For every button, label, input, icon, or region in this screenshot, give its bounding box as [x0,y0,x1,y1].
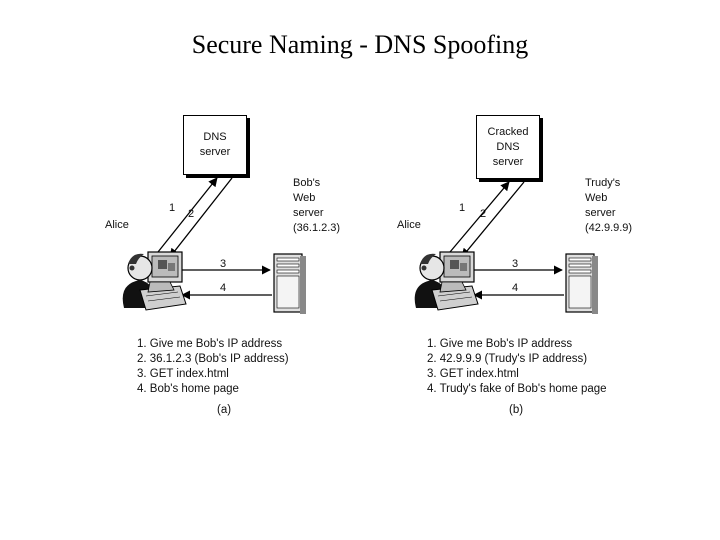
alice-figure [122,251,187,311]
step-item: 2. 36.1.2.3 (Bob's IP address) [137,353,289,365]
arrow-label-3: 3 [220,258,227,270]
web-server-label: Trudy's Web server (42.9.9.9) [585,176,632,236]
arrow-label-2: 2 [480,208,487,220]
step-item: 3. GET index.html [427,368,519,380]
web-server-tower [273,253,307,315]
arrow-label-1: 1 [169,202,176,214]
dns-box-line: DNS [203,131,227,143]
dns-box-line: Cracked [487,125,529,138]
slide-title: Secure Naming - DNS Spoofing [191,30,529,59]
web-server-label-line: server [293,207,324,219]
steps-list: 1. Give me Bob's IP address 2. 36.1.2.3 … [137,337,289,397]
arrow-label-2: 2 [188,208,195,220]
step-item: 3. GET index.html [137,368,229,380]
arrow-2 [169,177,233,258]
web-server-label-line: server [585,207,616,219]
web-server-tower [565,253,599,315]
web-server-label-line: Trudy's [585,177,621,189]
web-server-label-line: Web [293,192,316,204]
panel-caption: (a) [217,404,232,416]
web-server-label-line: (36.1.2.3) [293,222,341,234]
alice-label: Alice [397,219,421,231]
step-item: 4. Bob's home page [137,383,239,395]
step-item: 2. 42.9.9.9 (Trudy's IP address) [427,353,588,365]
cracked-dns-server-box: Cracked DNS server [476,115,540,179]
arrow-1 [157,177,218,253]
dns-server-box: DNS server [183,115,247,175]
step-item: 1. Give me Bob's IP address [137,338,283,350]
arrow-label-4: 4 [512,282,519,294]
web-server-label: Bob's Web server (36.1.2.3) [293,176,340,236]
alice-label: Alice [105,219,129,231]
steps-list: 1. Give me Bob's IP address 2. 42.9.9.9 … [427,337,607,397]
arrow-label-3: 3 [512,258,519,270]
dns-box-line: DNS [496,140,520,153]
step-item: 4. Trudy's fake of Bob's home page [427,383,607,395]
arrow-label-1: 1 [459,202,466,214]
dns-box-line: server [199,146,231,158]
dns-box-line: server [492,155,524,168]
step-item: 1. Give me Bob's IP address [427,338,573,350]
panel-caption: (b) [509,404,524,416]
arrow-label-4: 4 [220,282,227,294]
web-server-label-line: Web [585,192,608,204]
web-server-label-line: (42.9.9.9) [585,222,633,234]
alice-figure [414,251,479,311]
arrow-1 [449,181,510,253]
arrow-2 [461,181,525,258]
web-server-label-line: Bob's [293,177,321,189]
